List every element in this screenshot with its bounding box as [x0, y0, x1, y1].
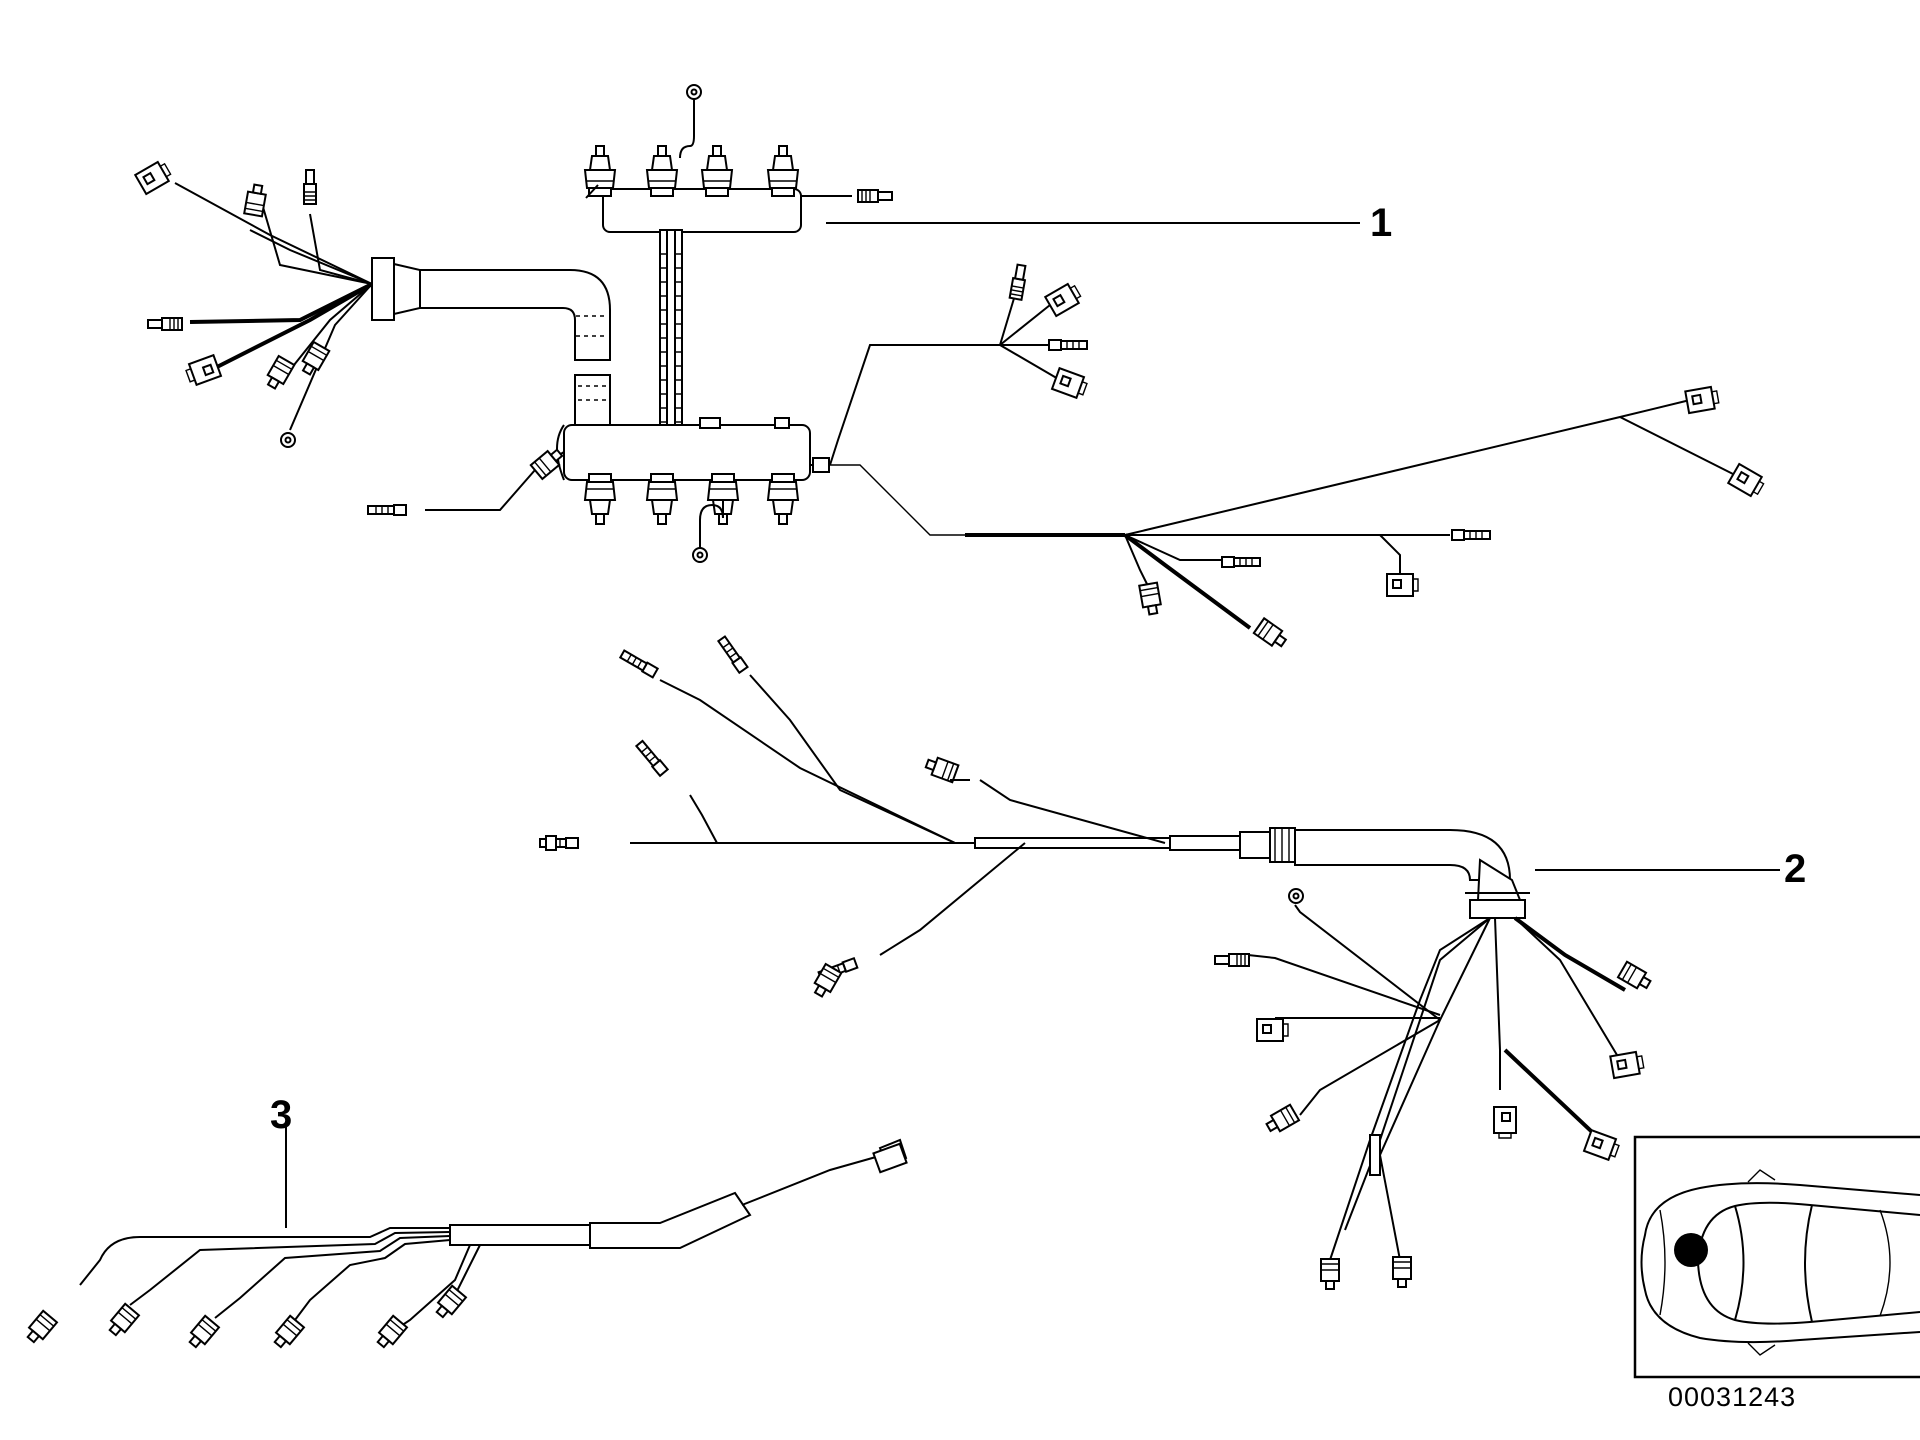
callout-2: 2 [1784, 847, 1807, 891]
part-number-label: 00031243 [1668, 1382, 1797, 1412]
lower-injector-rail [563, 424, 811, 481]
car-top-view-icon [1640, 1169, 1920, 1356]
harness-1 [134, 84, 1768, 652]
harness-2 [539, 634, 1780, 1290]
callout-3: 3 [270, 1093, 293, 1137]
harness-3 [22, 1125, 908, 1352]
upper-injector-rail [602, 188, 802, 233]
location-inset [1633, 1135, 1920, 1379]
location-marker [1674, 1233, 1708, 1267]
callout-1: 1 [1370, 201, 1393, 245]
